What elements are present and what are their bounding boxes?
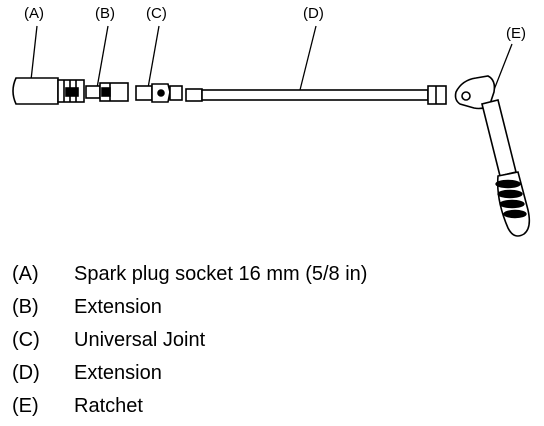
ratchet xyxy=(454,75,531,237)
callout-e: (E) xyxy=(506,25,526,42)
legend-text: Ratchet xyxy=(74,395,143,417)
leader-line-c xyxy=(147,25,160,89)
callout-d: (D) xyxy=(303,5,324,22)
tool-assembly-drawing xyxy=(12,25,531,237)
legend-key: (C) xyxy=(12,329,40,351)
universal-joint xyxy=(135,83,183,103)
legend-key: (D) xyxy=(12,362,40,384)
leader-lines xyxy=(30,25,513,101)
legend-text: Universal Joint xyxy=(74,329,206,351)
long-extension xyxy=(185,85,447,105)
legend-key: (A) xyxy=(12,263,39,285)
leader-line-d xyxy=(299,25,317,91)
leader-line-b xyxy=(96,25,109,89)
callout-c: (C) xyxy=(146,5,167,22)
legend-text: Spark plug socket 16 mm (5/8 in) xyxy=(74,263,368,285)
legend-key: (B) xyxy=(12,296,39,318)
legend-text: Extension xyxy=(74,362,162,384)
short-extension xyxy=(85,82,129,102)
spark-plug-socket xyxy=(12,77,85,105)
tool-assembly-diagram: (A) (B) (C) (D) (E) xyxy=(12,5,531,237)
legend-text: Extension xyxy=(74,296,162,318)
leader-line-a xyxy=(30,25,38,81)
legend-key: (E) xyxy=(12,395,39,417)
callout-b: (B) xyxy=(95,5,115,22)
callout-a: (A) xyxy=(24,5,44,22)
